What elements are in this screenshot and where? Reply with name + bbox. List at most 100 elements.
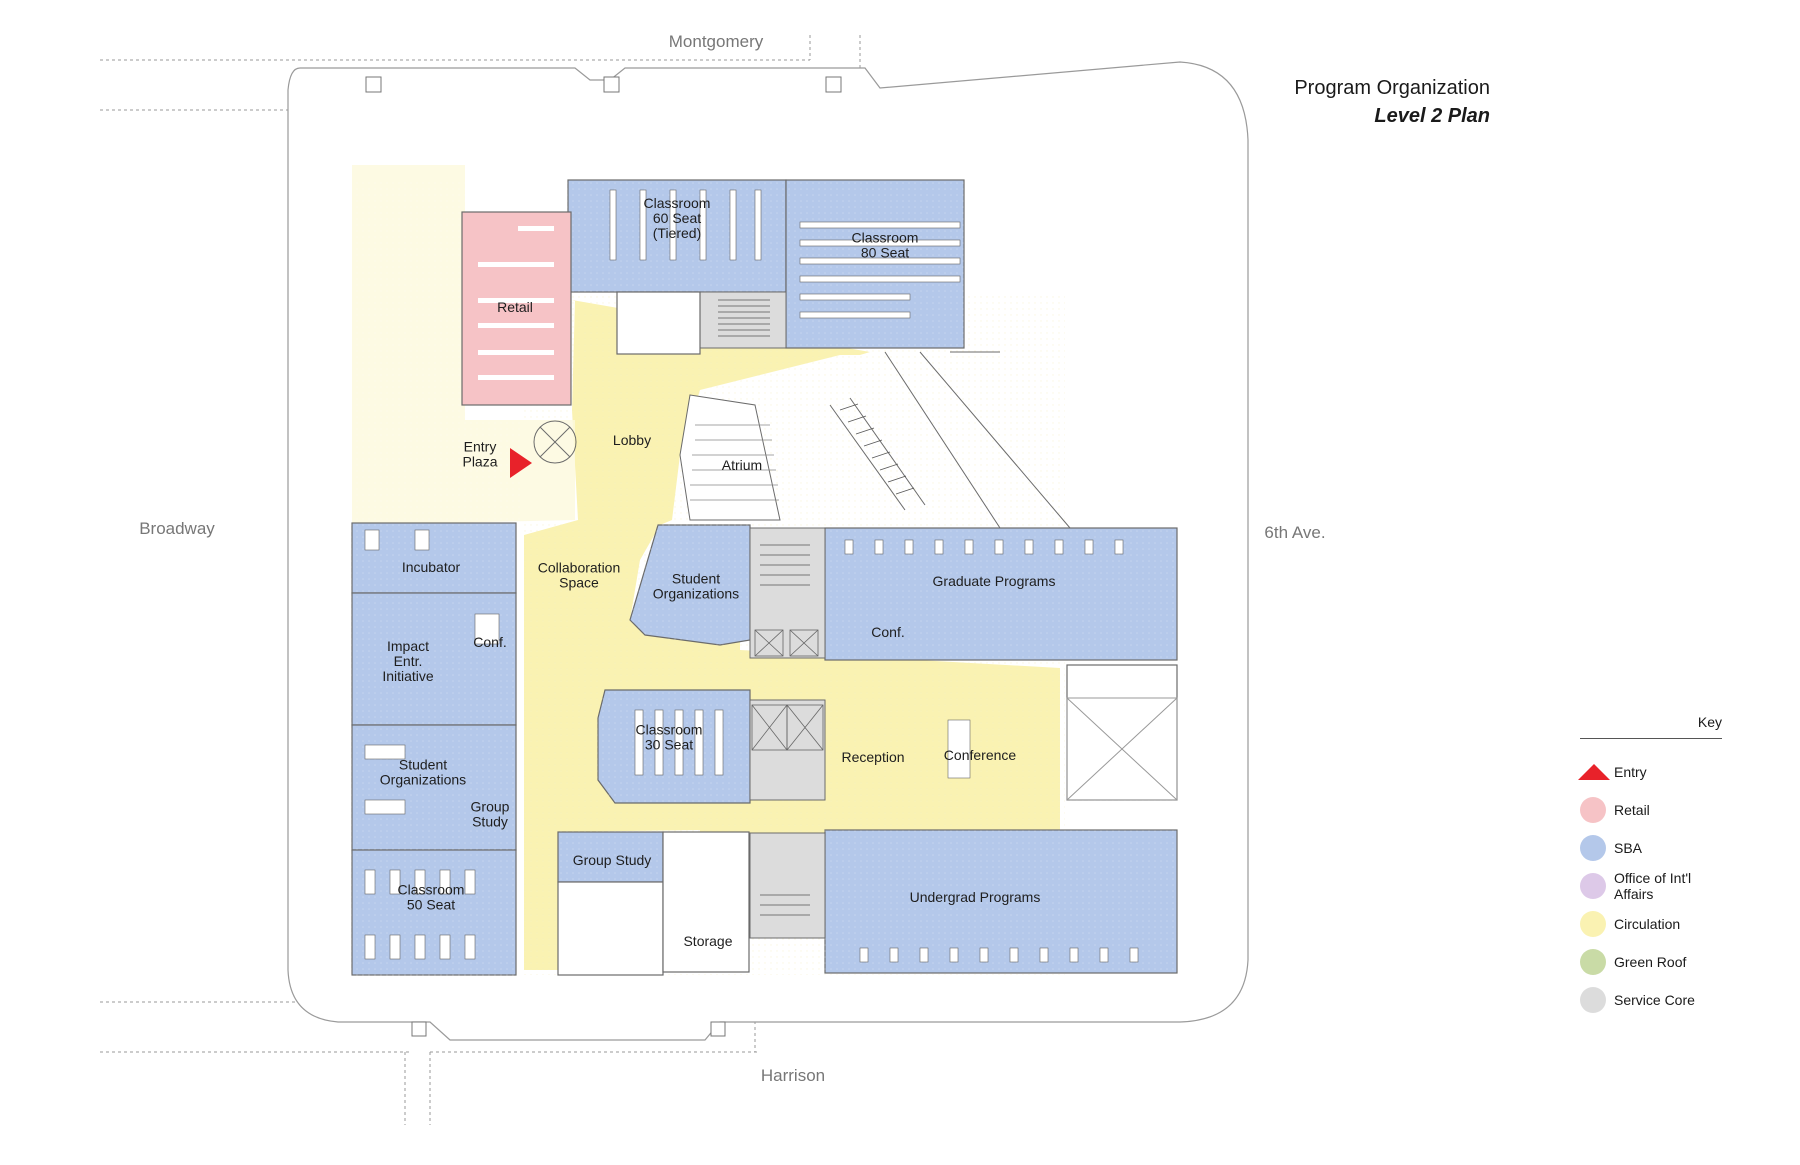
room-label-line: Storage: [683, 933, 732, 949]
room-label-line: (Tiered): [653, 225, 702, 241]
entry-triangle-icon: [510, 448, 532, 478]
street-label-north: Montgomery: [669, 32, 764, 51]
room-label-line: Incubator: [402, 559, 461, 575]
room-label-line: Conf.: [473, 634, 506, 650]
room-label-line: 50 Seat: [407, 897, 455, 913]
retail-shelves: [478, 226, 554, 380]
label-undergrad-programs: Undergrad Programs: [910, 889, 1041, 905]
legend-label: Retail: [1614, 802, 1650, 818]
room-label-line: Organizations: [380, 772, 466, 788]
title-line-2: Level 2 Plan: [1374, 105, 1490, 127]
legend-item: Service Core: [1580, 981, 1722, 1019]
legend-swatch-icon: [1580, 873, 1606, 899]
legend-label: Circulation: [1614, 916, 1681, 932]
plan-title: Program Organization Level 2 Plan: [1294, 74, 1490, 130]
legend-title: Key: [1580, 714, 1722, 739]
label-incubator: Incubator: [402, 559, 461, 575]
legend-swatch-icon: [1580, 797, 1606, 823]
label-retail: Retail: [497, 299, 533, 315]
legend-label: Entry: [1614, 764, 1647, 780]
columns: [365, 76, 842, 1037]
label-storage: Storage: [683, 933, 732, 949]
room-label-line: Atrium: [722, 457, 762, 473]
room-label-line: Plaza: [462, 454, 497, 470]
room-label-line: Space: [559, 575, 599, 591]
legend-item: Entry: [1578, 753, 1722, 791]
room-label-line: Retail: [497, 299, 533, 315]
label-conference: Conference: [944, 747, 1017, 763]
furniture: [364, 189, 1139, 963]
room-label-line: Initiative: [382, 668, 434, 684]
entry-triangle-icon: [1578, 764, 1610, 780]
room-label-line: 30 Seat: [645, 737, 693, 753]
room-label-line: Study: [472, 814, 508, 830]
label-graduate-programs: Graduate Programs: [933, 573, 1056, 589]
east-bridge: [829, 351, 1071, 529]
room-label-line: Classroom: [636, 722, 703, 738]
legend-label: SBA: [1614, 840, 1643, 856]
room-label-line: Organizations: [653, 586, 739, 602]
room-label-line: Collaboration: [538, 560, 621, 576]
legend-label: Office of Int'l Affairs: [1614, 870, 1692, 902]
label-group-study-south: Group Study: [573, 852, 652, 868]
legend-swatch-icon: [1580, 911, 1606, 937]
room-label-line: Student: [672, 571, 720, 587]
room-label-line: Classroom: [398, 882, 465, 898]
legend-swatch-icon: [1580, 987, 1606, 1013]
room-label-line: Entry: [464, 439, 497, 455]
open-to-below: [1066, 697, 1178, 801]
legend-swatch-icon: [1580, 835, 1606, 861]
elevator-shafts: [751, 629, 824, 751]
room-label-line: 80 Seat: [861, 245, 909, 261]
room-label-line: Reception: [841, 749, 904, 765]
retail-room: [461, 211, 572, 406]
label-conf-east: Conf.: [871, 624, 904, 640]
legend-item: Retail: [1580, 791, 1722, 829]
room-label-line: Group Study: [573, 852, 652, 868]
street-label-south: Harrison: [761, 1066, 825, 1085]
label-lobby: Lobby: [613, 432, 651, 448]
atrium: [679, 394, 781, 521]
revolving-door: [533, 420, 577, 464]
legend-label: Green Roof: [1614, 954, 1687, 970]
street-label-west: Broadway: [139, 519, 215, 538]
utility-rooms: [557, 291, 750, 976]
room-label-line: Group: [471, 799, 510, 815]
legend-item: Circulation: [1580, 905, 1722, 943]
legend-item: Green Roof: [1580, 943, 1722, 981]
street-label-east: 6th Ave.: [1264, 523, 1325, 542]
legend-item: Office of Int'l Affairs: [1580, 867, 1722, 905]
room-label-line: Impact: [387, 638, 429, 654]
room-label-line: Entr.: [394, 653, 423, 669]
room-label-line: Classroom: [644, 195, 711, 211]
legend-label: Service Core: [1614, 992, 1695, 1008]
stair-hatching: [718, 299, 810, 916]
room-label-line: Classroom: [852, 230, 919, 246]
room-label-line: Undergrad Programs: [910, 889, 1041, 905]
title-line-1: Program Organization: [1294, 77, 1490, 99]
room-label-line: 60 Seat: [653, 210, 701, 226]
diagonal-stair: [839, 403, 915, 495]
legend-swatch-icon: [1580, 949, 1606, 975]
room-label-line: Conf.: [871, 624, 904, 640]
label-atrium: Atrium: [722, 457, 762, 473]
legend-item: SBA: [1580, 829, 1722, 867]
room-label-line: Conference: [944, 747, 1017, 763]
room-label-line: Student: [399, 757, 447, 773]
label-reception: Reception: [841, 749, 904, 765]
room-label-line: Graduate Programs: [933, 573, 1056, 589]
room-label-line: Lobby: [613, 432, 651, 448]
label-conf-west: Conf.: [473, 634, 506, 650]
